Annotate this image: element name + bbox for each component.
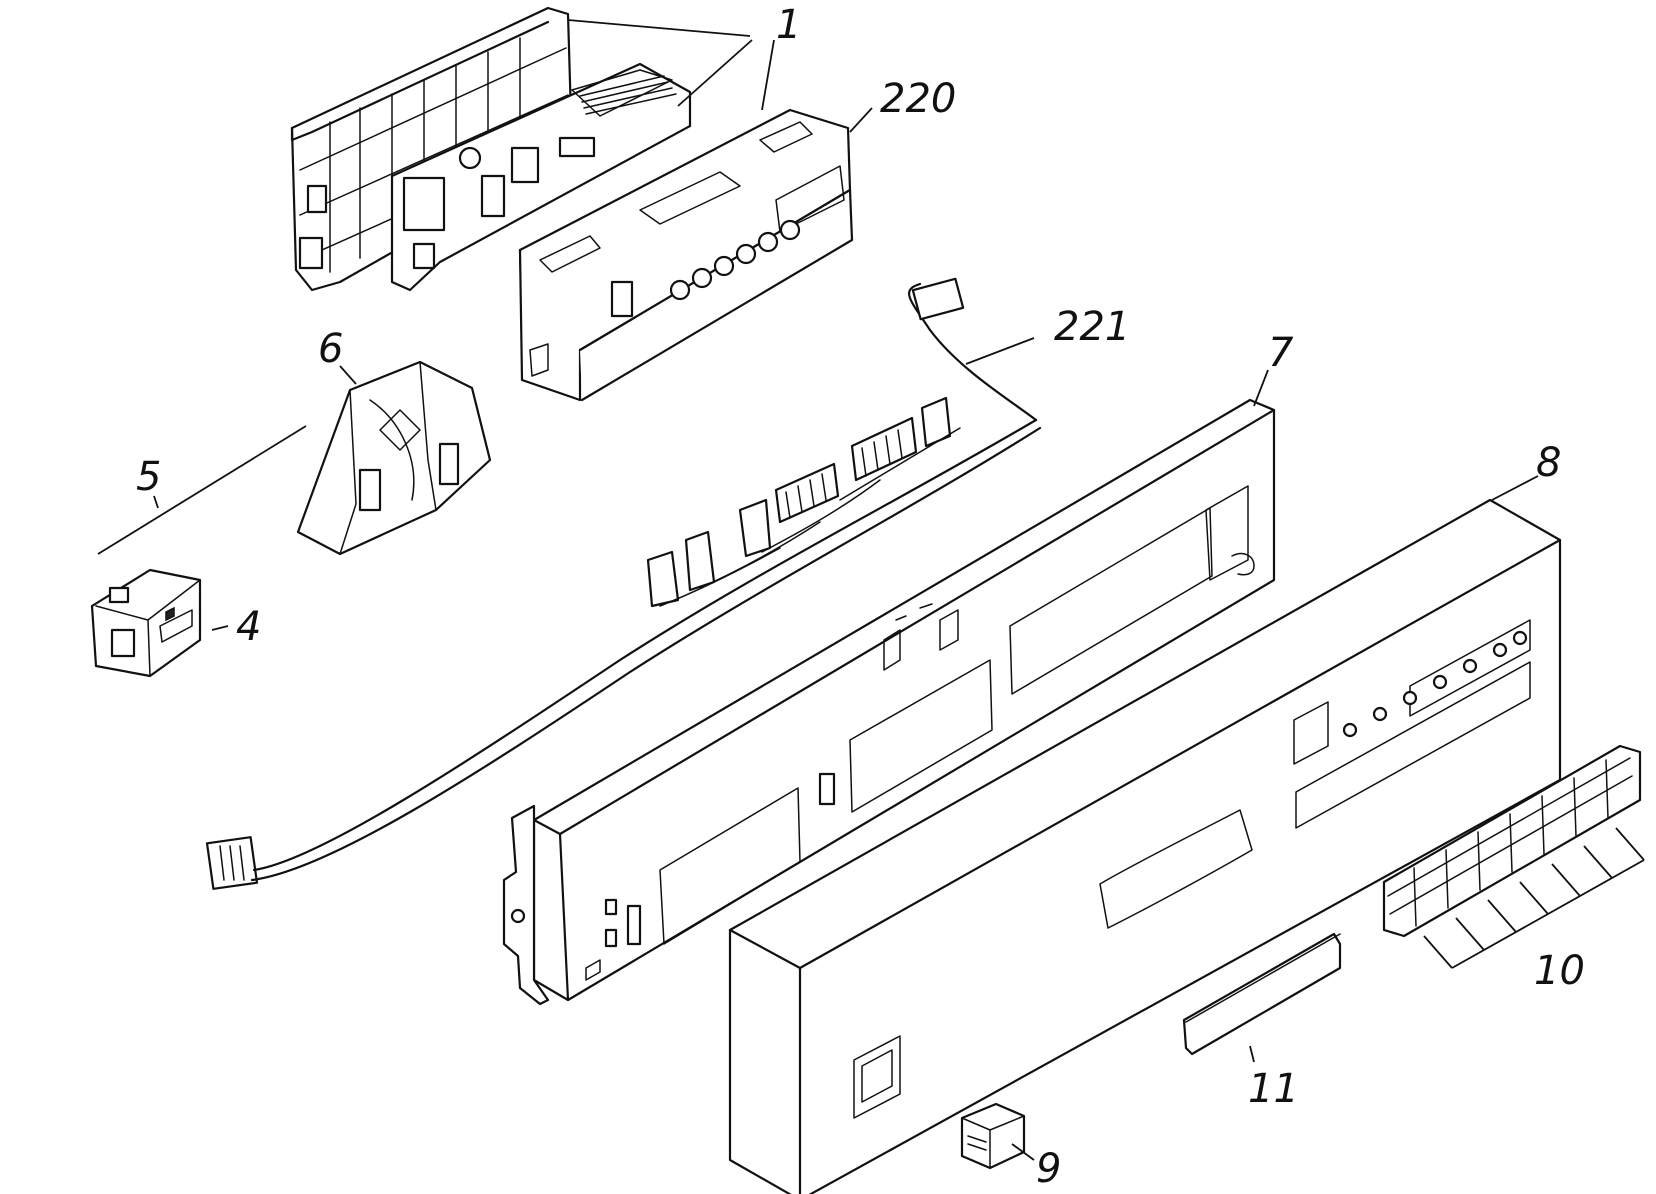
- callout-220: 220: [880, 76, 956, 122]
- callout-4: 4: [236, 604, 261, 650]
- callout-10: 10: [1534, 948, 1585, 994]
- callout-9: 9: [1036, 1146, 1061, 1192]
- part-220-control-housing: [518, 108, 854, 402]
- part-10-button-strip: [1382, 744, 1642, 938]
- callout-7: 7: [1268, 330, 1294, 376]
- part-6-bracket: [296, 360, 492, 556]
- leader-lines: [97, 19, 1645, 1161]
- part-1-circuit-board: [390, 62, 692, 292]
- part-8-front-fascia: [728, 498, 1562, 1194]
- part-221-wire-harness: [205, 277, 1042, 890]
- part-1-grid-frame: [290, 6, 574, 292]
- callout-221: 221: [1054, 304, 1130, 350]
- part-7-inner-panel: [502, 398, 1276, 1006]
- part-9-knob: [960, 1102, 1026, 1170]
- callout-8: 8: [1536, 440, 1561, 486]
- callout-labels: 1 220 221 7 6 5 4 8 10 11 9: [136, 2, 1585, 1192]
- callout-1: 1: [776, 2, 801, 48]
- part-11-light-pipe: [1182, 932, 1342, 1056]
- callout-6: 6: [318, 326, 343, 372]
- callout-5: 5: [136, 454, 161, 500]
- callout-11: 11: [1248, 1066, 1299, 1112]
- part-4-switch: [90, 568, 202, 678]
